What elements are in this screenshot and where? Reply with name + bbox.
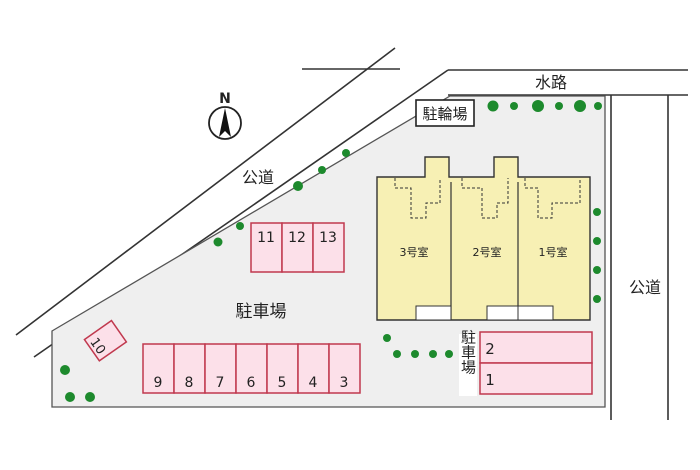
- compass: N: [208, 91, 242, 140]
- unit-3-stair: [394, 178, 441, 219]
- parking-space-3: [328, 343, 361, 394]
- side-parking-label: 駐車場: [459, 330, 477, 375]
- parking-number: 12: [288, 230, 306, 246]
- bicycle-parking-label: 駐輪場: [422, 105, 467, 123]
- parking-number: 1: [485, 371, 495, 389]
- parking-number: 5: [278, 375, 287, 391]
- apartment-building: 3号室 2号室 1号室: [376, 156, 591, 321]
- tree: [383, 334, 391, 342]
- unit-2-step: [486, 305, 519, 321]
- parking-number: 11: [257, 230, 275, 246]
- parking-number: 3: [340, 375, 349, 391]
- tree: [594, 102, 602, 110]
- side-parking: 2 1 駐車場: [459, 330, 593, 396]
- tree: [342, 149, 350, 157]
- parking-number: 9: [154, 375, 163, 391]
- parking-space-9: [142, 343, 175, 394]
- parking-number: 8: [185, 375, 194, 391]
- north-arrow-icon: [219, 108, 231, 137]
- unit-3-step: [415, 305, 452, 321]
- parking-space-12: [281, 222, 314, 273]
- main-parking-label: 駐車場: [236, 302, 287, 322]
- parking-number: 2: [485, 340, 495, 358]
- tree: [293, 181, 303, 191]
- unit-label-2: 2号室: [473, 245, 502, 259]
- parking-space-6: [235, 343, 268, 394]
- tree: [532, 100, 544, 112]
- parking-number: 13: [319, 230, 337, 246]
- waterway-label: 水路: [535, 73, 567, 92]
- parking-space-10: [83, 319, 128, 362]
- unit-label-3: 3号室: [400, 245, 429, 259]
- parking-top-row: 11 12 13: [250, 222, 345, 273]
- upper-road-outer-edge: [15, 47, 396, 336]
- tree: [318, 166, 326, 174]
- tree: [60, 365, 70, 375]
- unit-1-step: [517, 305, 554, 321]
- parking-number: 6: [247, 375, 256, 391]
- tree: [593, 295, 601, 303]
- parking-space-2: [479, 331, 593, 364]
- parking-space-8: [173, 343, 206, 394]
- side-parking-label-bg: [459, 334, 477, 396]
- tree: [555, 102, 563, 110]
- parking-space-7: [204, 343, 237, 394]
- building-outline: [376, 156, 591, 321]
- parking-space-5: [266, 343, 299, 394]
- right-road-label: 公道: [629, 278, 661, 297]
- compass-north-label: N: [219, 91, 231, 107]
- tree: [213, 237, 223, 247]
- bicycle-parking: 駐輪場: [415, 99, 475, 127]
- tree: [593, 208, 601, 216]
- tree: [593, 237, 601, 245]
- unit-label-1: 1号室: [539, 245, 568, 259]
- unit-2-stair: [461, 178, 509, 219]
- tree: [487, 100, 499, 112]
- unit-1-stair: [524, 178, 581, 219]
- parking-number: 4: [309, 375, 318, 391]
- bicycle-parking-box: [415, 99, 475, 127]
- stair-outlines: [394, 178, 581, 219]
- tree: [429, 350, 437, 358]
- parking-number: 7: [216, 375, 225, 391]
- tree: [236, 222, 244, 230]
- tree: [593, 266, 601, 274]
- tree: [445, 350, 453, 358]
- parking-bottom-row: 9 8 7 6 5 4 3: [142, 343, 361, 394]
- tree: [510, 102, 518, 110]
- tree: [65, 392, 75, 402]
- parking-space-1: [479, 362, 593, 395]
- trees: [60, 100, 602, 402]
- parking-space-13: [312, 222, 345, 273]
- tree: [574, 100, 586, 112]
- tree: [411, 350, 419, 358]
- upper-road-label: 公道: [242, 168, 274, 187]
- tree: [85, 392, 95, 402]
- tree: [393, 350, 401, 358]
- parking-space-11: [250, 222, 283, 273]
